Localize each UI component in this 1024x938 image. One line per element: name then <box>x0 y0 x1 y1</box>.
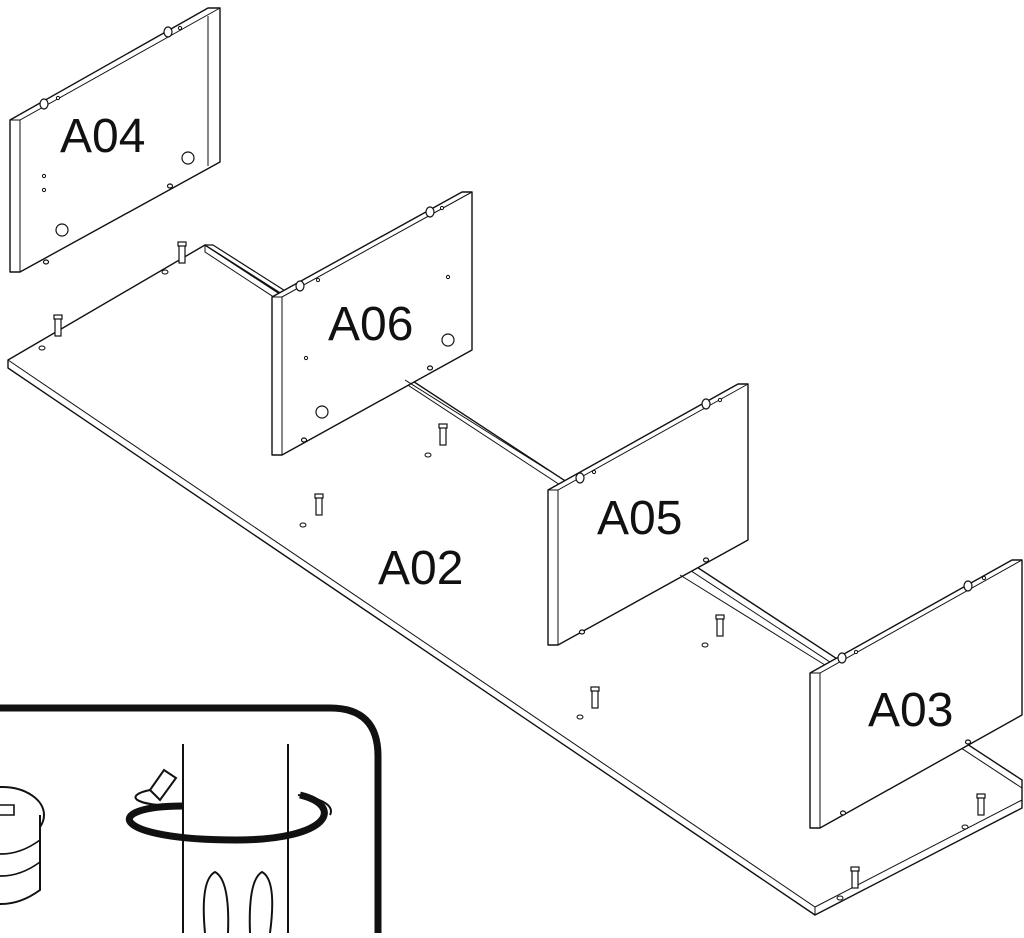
cam-lock-icon <box>0 786 45 905</box>
label-a02: A02 <box>378 542 463 595</box>
side-panel-a03: A03 <box>809 559 1023 829</box>
detail-callout <box>0 704 382 938</box>
rotate-arrow-icon <box>125 768 332 844</box>
label-a03: A03 <box>868 684 953 737</box>
label-a06: A06 <box>328 298 413 351</box>
label-a04: A04 <box>60 110 145 163</box>
divider-panel-a05: A05 <box>547 383 826 666</box>
side-panel-a04: A04 <box>9 7 221 273</box>
dowel-holes <box>38 269 969 901</box>
base-board-a02: A02 <box>7 241 1023 916</box>
label-a05: A05 <box>597 492 682 545</box>
cam-bolts <box>53 241 986 889</box>
divider-panel-a06: A06 <box>204 191 549 471</box>
